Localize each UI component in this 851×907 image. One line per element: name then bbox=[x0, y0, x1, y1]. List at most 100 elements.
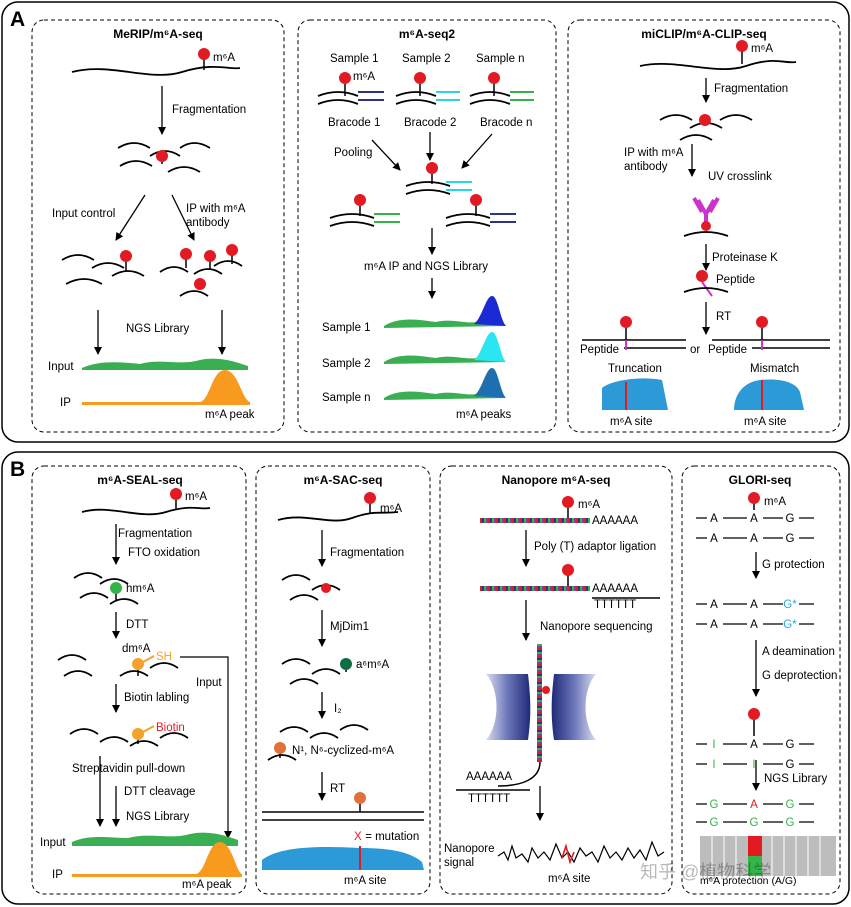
barcode-1 bbox=[358, 91, 384, 101]
glori-base: G bbox=[786, 759, 795, 771]
seal-fragmentation: Fragmentation bbox=[118, 528, 192, 540]
glori-ngs: NGS Library bbox=[764, 773, 828, 785]
glori-base-bg bbox=[783, 736, 799, 751]
glori-base: G bbox=[786, 799, 795, 811]
glori-base-bg bbox=[783, 616, 799, 631]
glori-m6a: m⁶A bbox=[764, 496, 786, 508]
glori-base-bg bbox=[747, 814, 763, 829]
merip-input-label: Input bbox=[48, 361, 74, 373]
m6aseq2-peak-n bbox=[474, 368, 506, 398]
glori-caption: m⁶A protection (A/G) bbox=[700, 875, 797, 887]
seal-ngs: NGS Library bbox=[126, 811, 190, 823]
seal-fragments-2 bbox=[57, 654, 179, 677]
nanopore-title: Nanopore m⁶A-seq bbox=[502, 473, 611, 487]
sac-track bbox=[262, 847, 424, 870]
merip-ngs: NGS Library bbox=[126, 323, 190, 335]
glori-base-bg bbox=[783, 596, 799, 611]
seal-strep: Streptavidin pull-down bbox=[72, 763, 185, 775]
seal-dm6a: dm⁶A bbox=[122, 643, 151, 655]
nanopore-site: m⁶A site bbox=[548, 873, 590, 885]
seal-fto: FTO oxidation bbox=[128, 547, 200, 559]
barcode-n bbox=[510, 91, 534, 101]
merip-ip-line2: antibody bbox=[186, 217, 230, 229]
pool-rna-right bbox=[445, 213, 491, 227]
glori-reads-grid bbox=[700, 836, 836, 876]
glori-base: I bbox=[752, 759, 755, 771]
glori-base: A bbox=[710, 533, 718, 545]
glori-base: A bbox=[710, 619, 718, 631]
m6a-dot bbox=[620, 316, 632, 328]
glori-base-bg bbox=[707, 510, 723, 525]
nanopore-read-2 bbox=[480, 586, 590, 591]
nanopore-sequencing: Nanopore sequencing bbox=[540, 621, 653, 633]
glori-base-bg bbox=[783, 796, 799, 811]
section-a-frame bbox=[1, 1, 850, 443]
miclip-uv: UV crosslink bbox=[708, 171, 772, 183]
m6a-dot bbox=[426, 162, 438, 174]
panel-seal bbox=[31, 465, 247, 895]
m6aseq2-ip-ngs: m⁶A IP and NGS Library bbox=[364, 261, 488, 273]
glori-base: G bbox=[750, 817, 759, 829]
m6a-dot bbox=[736, 40, 748, 52]
barcode-2 bbox=[436, 91, 460, 101]
sac-mjdim1: MjDim1 bbox=[330, 621, 369, 633]
sac-rna bbox=[277, 511, 399, 522]
sac-rt: RT bbox=[330, 783, 345, 795]
glori-base-bg bbox=[747, 596, 763, 611]
m6a-dot bbox=[699, 114, 711, 126]
m6a-dot bbox=[470, 194, 482, 206]
hm6a-dot bbox=[110, 582, 122, 594]
nanopore-polya-3: AAAAAA bbox=[466, 771, 512, 783]
panel-sac bbox=[255, 465, 431, 895]
glori-base: A bbox=[710, 599, 718, 611]
nanopore-poly-t: Poly (T) adaptor ligation bbox=[534, 541, 656, 553]
cyclized-dot bbox=[274, 742, 286, 754]
panel-m6aseq2 bbox=[297, 19, 557, 433]
nanopore-signal-m6a bbox=[561, 843, 575, 865]
m6a-dot bbox=[488, 72, 500, 84]
m6aseq2-rna-2 bbox=[395, 91, 437, 105]
glori-base-bg bbox=[707, 736, 723, 751]
nanopore-pore-left bbox=[486, 674, 531, 740]
glori-a-deamination: A deamination bbox=[762, 646, 835, 658]
glori-base-bg bbox=[707, 616, 723, 631]
m6a-dot bbox=[562, 496, 574, 508]
m6a-dot bbox=[748, 492, 760, 504]
glori-base: A bbox=[750, 619, 758, 631]
panel-nanopore bbox=[439, 465, 673, 895]
miclip-or: or bbox=[690, 344, 700, 356]
nanopore-signal-line2: signal bbox=[444, 857, 474, 869]
nanopore-read-1 bbox=[480, 518, 590, 523]
m6a-dot bbox=[542, 686, 550, 694]
m6a-dot bbox=[204, 250, 216, 262]
merip-fragmentation: Fragmentation bbox=[172, 104, 246, 116]
dm6a-dot bbox=[132, 658, 144, 670]
sac-fragments-1 bbox=[281, 574, 341, 601]
glori-base: A bbox=[750, 533, 758, 545]
seal-input-track bbox=[72, 832, 238, 846]
glori-title: GLORI-seq bbox=[729, 473, 792, 487]
nanopore-tttt: TTTTTT bbox=[594, 599, 636, 611]
glori-base-bg bbox=[707, 596, 723, 611]
merip-arrow-left bbox=[115, 194, 146, 241]
watermark: 知乎 @植物科学 bbox=[640, 862, 771, 882]
glori-base-bg bbox=[747, 616, 763, 631]
m6aseq2-rna-n bbox=[469, 91, 511, 105]
glori-base: A bbox=[750, 739, 758, 751]
merip-ip-track bbox=[82, 370, 250, 405]
nanopore-pore-right bbox=[551, 674, 596, 740]
merip-m6a: m⁶A bbox=[213, 52, 235, 64]
glori-base: G* bbox=[783, 619, 797, 631]
glori-base: A bbox=[750, 513, 758, 525]
sac-a6m6a: a⁶m⁶A bbox=[356, 659, 389, 671]
m6aseq2-track-1 bbox=[384, 296, 506, 328]
miclip-bound-rna bbox=[683, 231, 729, 237]
dm6a-dot bbox=[132, 728, 144, 740]
m6aseq2-barcode-n: Bracode n bbox=[480, 117, 532, 129]
merip-input-track bbox=[82, 358, 248, 370]
miclip-rt: RT bbox=[716, 311, 731, 323]
m6aseq2-track-label-2: Sample 2 bbox=[322, 358, 371, 370]
sac-cyclized: N¹, N⁶-cyclized-m⁶A bbox=[292, 745, 394, 757]
sac-i2: I₂ bbox=[334, 703, 342, 715]
